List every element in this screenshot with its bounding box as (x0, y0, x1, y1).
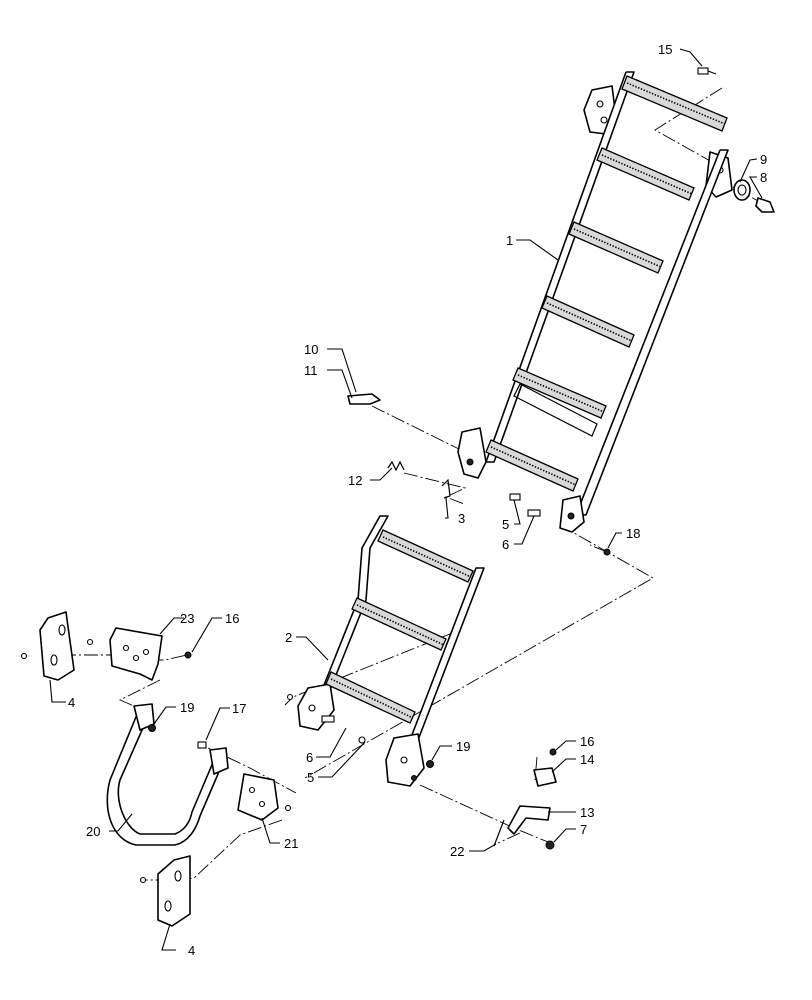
callout-7: 7 (580, 822, 587, 837)
callout-20: 20 (86, 824, 100, 839)
callout-19b: 19 (456, 739, 470, 754)
lower-ladder (297, 515, 485, 787)
lower-ladder-treads (325, 529, 474, 724)
callout-1: 1 (506, 233, 513, 248)
callout-9: 9 (760, 152, 767, 167)
handrail (106, 703, 229, 846)
mounting-plates (39, 611, 279, 927)
leader-lines (49, 48, 763, 951)
callout-2: 2 (285, 630, 292, 645)
callout-8: 8 (760, 170, 767, 185)
hardware (20, 67, 775, 884)
callout-18: 18 (626, 526, 640, 541)
callout-16a: 16 (225, 611, 239, 626)
callout-17: 17 (232, 701, 246, 716)
callout-15: 15 (658, 42, 672, 57)
callout-10: 10 (304, 342, 318, 357)
callout-4a: 4 (68, 695, 75, 710)
callout-21: 21 (284, 836, 298, 851)
callout-6a: 6 (502, 537, 509, 552)
callout-4b: 4 (188, 943, 195, 958)
callout-19a: 19 (180, 700, 194, 715)
callout-5a: 5 (502, 517, 509, 532)
callouts: 1 2 3 4 4 5 5 6 6 7 8 9 10 11 12 13 14 1… (68, 42, 767, 958)
callout-16b: 16 (580, 734, 594, 749)
callout-22: 22 (450, 844, 464, 859)
callout-6b: 6 (306, 750, 313, 765)
callout-5b: 5 (307, 770, 314, 785)
callout-3: 3 (458, 511, 465, 526)
callout-14: 14 (580, 752, 594, 767)
callout-23: 23 (180, 611, 194, 626)
upper-ladder-treads (485, 75, 728, 492)
callout-12: 12 (348, 473, 362, 488)
callout-13: 13 (580, 805, 594, 820)
upper-ladder (457, 71, 733, 533)
callout-11: 11 (304, 363, 318, 378)
